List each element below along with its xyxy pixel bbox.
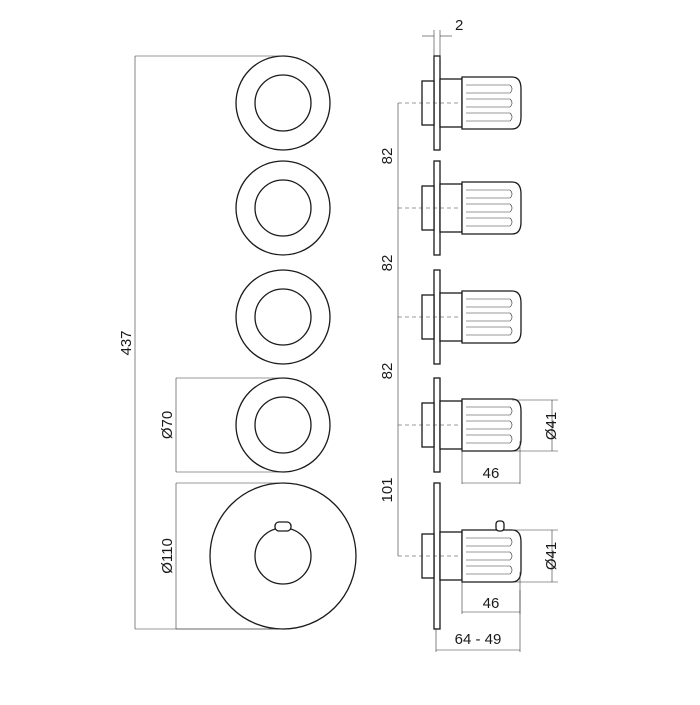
dim-82-b-label: 82 (379, 255, 396, 272)
grip-flute (466, 420, 513, 430)
grip-flute (466, 326, 513, 336)
escutcheon-small-1 (235, 55, 331, 151)
dim-diam41-b-label: Ø41 (543, 542, 560, 570)
dim-46-b-label: 46 (483, 595, 500, 612)
dimension-diameter-110: Ø110 (159, 482, 283, 630)
temperature-indicator (495, 520, 505, 532)
dim-diam41-a-label: Ø41 (543, 412, 560, 440)
side-view (421, 55, 522, 630)
grip-flute (466, 406, 513, 416)
escutcheon-small-3 (235, 269, 331, 365)
dimension-diameter-41-b: Ø41 (512, 529, 560, 583)
grip-flute (466, 217, 513, 227)
dim-101-label: 101 (379, 477, 396, 502)
centerlines (398, 102, 460, 557)
dim-diam110-label: Ø110 (159, 538, 176, 574)
dim-46-a-label: 46 (483, 465, 500, 482)
knob-body (461, 181, 522, 235)
dimension-46-a: 46 (461, 441, 521, 484)
grip-flute (466, 537, 513, 547)
dimension-vertical-spacing: 82 82 82 101 (379, 103, 399, 556)
knob-body (461, 76, 522, 130)
escutcheon-small-4 (235, 377, 331, 473)
dim-64-49-label: 64 - 49 (455, 631, 502, 648)
knob-body (461, 290, 522, 344)
grip-flute (466, 551, 513, 561)
dimension-64-49: 64 - 49 (435, 590, 521, 652)
grip-flute (466, 434, 513, 444)
grip-flute (466, 189, 513, 199)
dim-82-a-label: 82 (379, 148, 396, 165)
escutcheon-small-2 (235, 160, 331, 256)
grip-flute (466, 203, 513, 213)
dimension-2: 2 (422, 17, 463, 60)
dimension-diameter-41-a: Ø41 (512, 399, 560, 452)
dim-diam70-label: Ø70 (159, 411, 176, 439)
dimension-diameter-70: Ø70 (159, 377, 283, 473)
dim-2-label: 2 (455, 17, 463, 34)
grip-flute (466, 298, 513, 308)
front-view (209, 55, 357, 630)
grip-flute (466, 312, 513, 322)
grip-flute (466, 112, 513, 122)
dimension-437: 437 (118, 55, 283, 630)
grip-flute (466, 84, 513, 94)
dim-437-label: 437 (118, 330, 135, 355)
escutcheon-large (209, 482, 357, 630)
grip-flute (466, 565, 513, 575)
grip-flute (466, 98, 513, 108)
dim-82-c-label: 82 (379, 363, 396, 380)
